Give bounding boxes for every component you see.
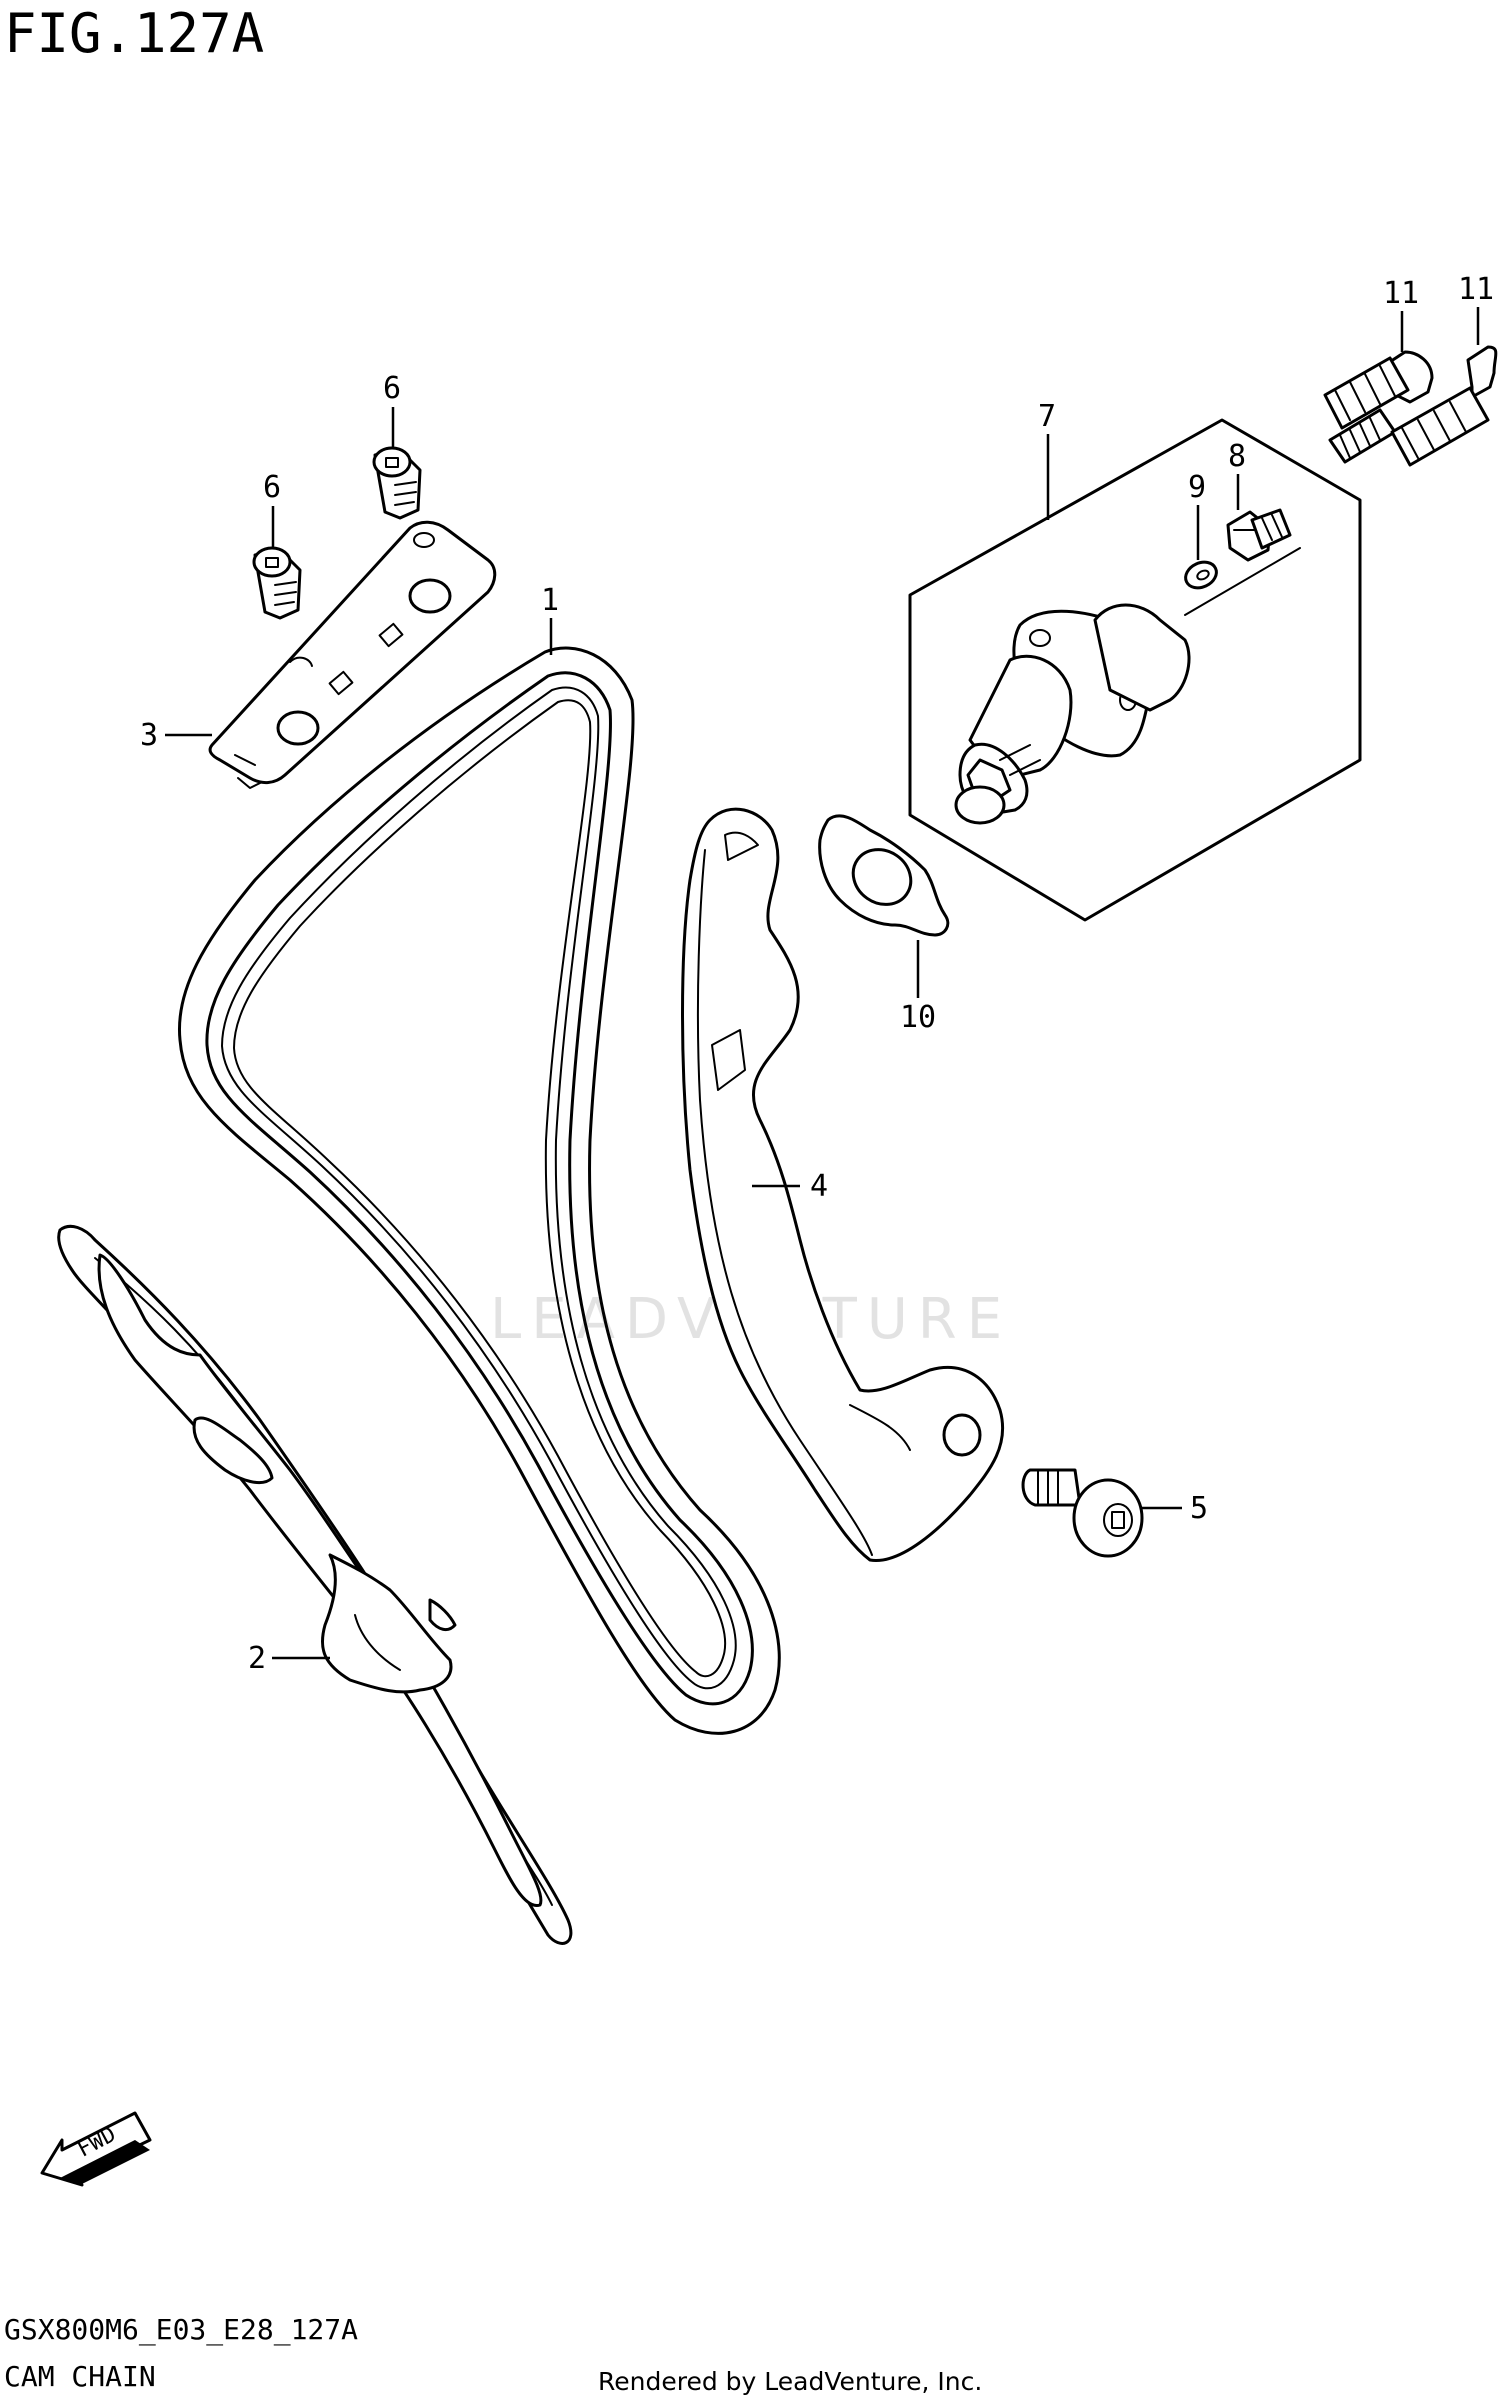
plate-bolt xyxy=(372,446,422,520)
figure-code: GSX800M6_E03_E28_127A xyxy=(4,2313,358,2347)
gasket-washer xyxy=(1184,560,1218,590)
callout-10: 10 xyxy=(900,940,936,1035)
plate-bolt xyxy=(252,546,302,620)
tensioner-gasket xyxy=(818,814,950,937)
svg-text:3: 3 xyxy=(140,718,158,753)
tensioner-guide xyxy=(681,807,1005,1562)
cam-chain xyxy=(177,646,781,1735)
callout-5: 5 xyxy=(1142,1491,1208,1526)
svg-text:6: 6 xyxy=(383,371,401,406)
svg-text:8: 8 xyxy=(1228,439,1246,474)
callout-11a: 11 xyxy=(1383,276,1419,352)
figure-name: CAM CHAIN xyxy=(4,2360,156,2393)
callout-4: 4 xyxy=(752,1169,828,1204)
callout-9: 9 xyxy=(1188,470,1206,560)
callout-1: 1 xyxy=(541,583,559,655)
callout-11b: 11 xyxy=(1458,272,1494,345)
callout-6b: 6 xyxy=(263,470,281,548)
render-credit: Rendered by LeadVenture, Inc. xyxy=(598,2367,982,2396)
svg-text:2: 2 xyxy=(248,1641,266,1676)
svg-text:4: 4 xyxy=(810,1169,828,1204)
svg-text:11: 11 xyxy=(1458,272,1494,307)
callout-8: 8 xyxy=(1228,439,1246,510)
guide-bolt xyxy=(1021,1468,1144,1558)
svg-text:9: 9 xyxy=(1188,470,1206,505)
callout-3: 3 xyxy=(140,718,212,753)
svg-text:10: 10 xyxy=(900,1000,936,1035)
tensioner-assy xyxy=(908,418,1362,922)
cap-bolt xyxy=(1226,508,1292,562)
guide-plate xyxy=(208,520,497,789)
svg-text:5: 5 xyxy=(1190,1491,1208,1526)
figure-title: FIG.127A xyxy=(4,2,264,65)
tensioner-bolt xyxy=(1390,345,1498,467)
callout-2: 2 xyxy=(248,1641,330,1676)
fwd-arrow-icon: FWD xyxy=(40,2111,152,2187)
callout-6a: 6 xyxy=(383,371,401,448)
svg-text:7: 7 xyxy=(1038,399,1056,434)
svg-text:11: 11 xyxy=(1383,276,1419,311)
svg-text:1: 1 xyxy=(541,583,559,618)
callout-7: 7 xyxy=(1038,399,1056,520)
chain-guide xyxy=(57,1224,573,1945)
svg-text:6: 6 xyxy=(263,470,281,505)
